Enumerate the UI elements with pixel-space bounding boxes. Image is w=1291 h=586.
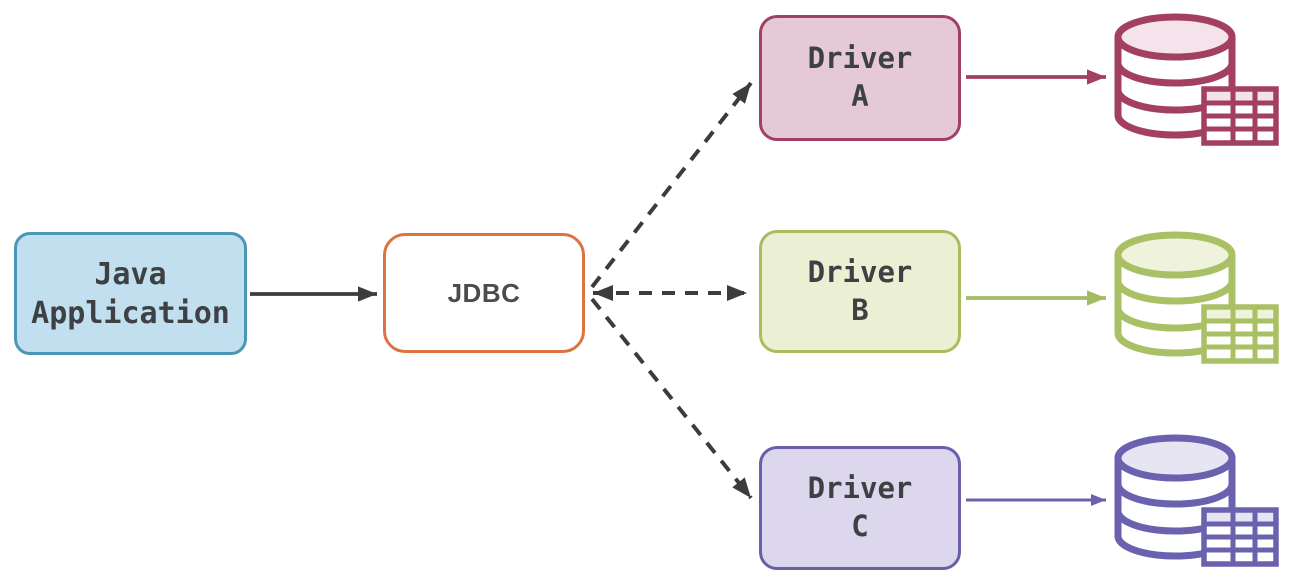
edge-jdbc-to-driver-c: [590, 297, 753, 500]
java-application-node: Java Application: [14, 232, 247, 355]
jdbc-label: JDBC: [447, 277, 521, 308]
driver-a-node: Driver A: [759, 15, 961, 141]
driver-a-label: Driver A: [807, 41, 913, 113]
driver-b-node: Driver B: [759, 230, 961, 353]
java-application-label: Java Application: [31, 256, 230, 331]
database-a-icon: [1118, 17, 1276, 143]
database-c-icon: [1118, 438, 1276, 564]
driver-c-node: Driver C: [759, 446, 961, 570]
edge-jdbc-to-driver-a: [590, 81, 753, 289]
jdbc-node: JDBC: [383, 233, 585, 353]
driver-b-label: Driver B: [807, 254, 913, 327]
database-b-icon: [1118, 235, 1276, 361]
driver-c-label: Driver C: [807, 471, 913, 543]
